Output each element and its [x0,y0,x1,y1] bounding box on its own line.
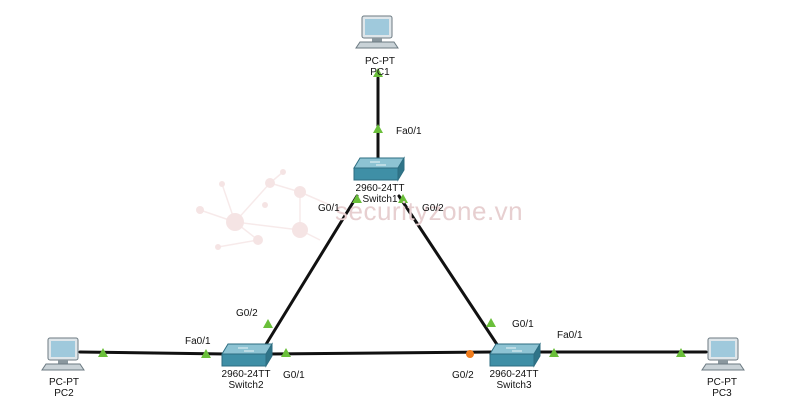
switch2-model: 2960-24TT [221,369,271,380]
pc2-model: PC-PT [49,377,79,388]
link-up-indicator [373,124,383,133]
switch1-model: 2960-24TT [355,183,405,194]
pc2-name: PC2 [54,388,74,399]
pc3-label: PC-PT PC3 [702,377,742,399]
port-label-sw3-fa01: Fa0/1 [557,330,583,341]
pc3-name: PC3 [712,388,732,399]
link-switch1-switch3[interactable] [397,194,500,348]
port-label-sw2-g01: G0/1 [283,370,305,381]
watermark-logo [196,169,331,250]
link-up-indicator [201,349,211,358]
switch1-label: 2960-24TT Switch1 [348,183,412,205]
link-up-indicator [98,348,108,357]
port-label-sw2-g02: G0/2 [236,308,258,319]
pc2-device[interactable] [41,337,85,371]
switch1-name: Switch1 [362,194,398,205]
switch2-device[interactable] [221,342,273,368]
pc2-label: PC-PT PC2 [44,377,84,399]
pc3-model: PC-PT [707,377,737,388]
port-label-sw3-g01: G0/1 [512,319,534,330]
link-switch2-switch3[interactable] [266,350,494,356]
switch1-device[interactable] [353,156,405,182]
switch2-label: 2960-24TT Switch2 [214,369,278,391]
link-up-indicator [486,318,496,327]
switch3-label: 2960-24TT Switch3 [482,369,546,391]
link-up-indicator [373,68,383,77]
link-indicators [98,68,686,358]
port-label-sw1-fa01: Fa0/1 [396,126,422,137]
watermark-text: securityzone.vn [335,196,524,226]
link-up-indicator [549,348,559,357]
switch3-name: Switch3 [496,380,532,391]
link-up-indicator [676,348,686,357]
switch3-device[interactable] [489,342,541,368]
link-up-indicator [263,319,273,328]
pc3-device[interactable] [701,337,745,371]
pc1-device[interactable] [355,15,399,49]
switch3-model: 2960-24TT [489,369,539,380]
pc1-model: PC-PT [365,56,395,67]
link-switch1-switch2[interactable] [263,194,359,348]
port-label-sw2-fa01: Fa0/1 [185,336,211,347]
pc1-name: PC1 [370,67,390,78]
port-label-sw1-g01: G0/1 [318,203,340,214]
port-label-sw3-g02: G0/2 [452,370,474,381]
link-up-indicator [281,348,291,357]
pc1-label: PC-PT PC1 [360,56,400,78]
port-label-sw1-g02: G0/2 [422,203,444,214]
link-up-indicator [398,194,408,203]
link-up-indicator [352,194,362,203]
switch2-name: Switch2 [228,380,264,391]
link-blocking-indicator [466,350,474,358]
links [78,76,708,356]
